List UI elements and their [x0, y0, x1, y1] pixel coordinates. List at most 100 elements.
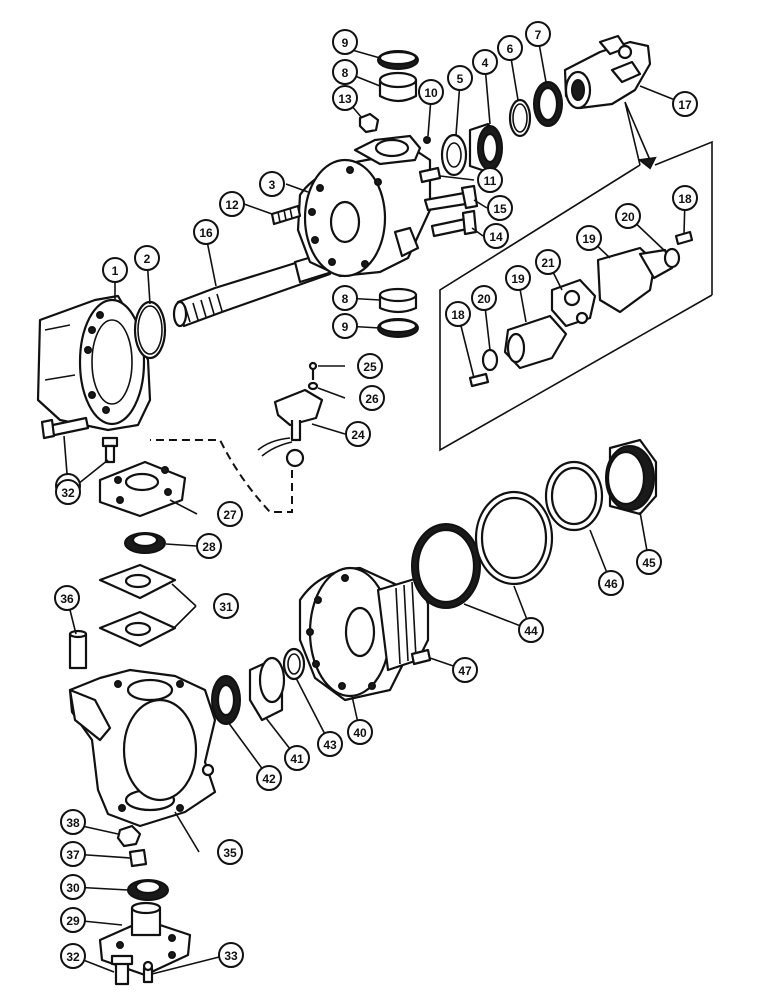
o-ring: [133, 300, 167, 360]
callout-label: 18: [451, 308, 465, 322]
callout-circle: [102, 257, 128, 283]
bushing-36: [68, 629, 88, 670]
callout-circle: [259, 171, 285, 197]
callout-circle: [518, 617, 544, 643]
callout-label: 43: [323, 738, 337, 752]
callout-20: 20: [615, 203, 641, 229]
callout-5: 5: [447, 65, 473, 91]
callout-label: 33: [224, 949, 238, 963]
callout-12: 12: [219, 191, 245, 217]
callout-10: 10: [418, 79, 444, 105]
callout-circle: [345, 421, 371, 447]
callout-8: 8: [332, 59, 358, 85]
detail-washer-20-right: [663, 247, 681, 269]
callout-6: 6: [497, 35, 523, 61]
dashed-connector: [150, 439, 293, 513]
callout-label: 16: [199, 226, 213, 240]
detail-frame: [439, 101, 713, 452]
callout-circle: [317, 731, 343, 757]
callout-label: 35: [223, 846, 237, 860]
callout-label: 25: [363, 360, 377, 374]
callout-36: 36: [54, 585, 80, 611]
callout-label: 15: [493, 202, 507, 216]
callout-11: 11: [477, 167, 503, 193]
cap-27: [98, 460, 187, 518]
callout-label: 20: [477, 292, 491, 306]
callout-label: 4: [482, 56, 489, 70]
detail-yoke-left: [503, 314, 568, 370]
callout-33: 33: [218, 942, 244, 968]
callout-label: 47: [458, 664, 472, 678]
callout-label: 46: [604, 577, 618, 591]
callout-3: 3: [259, 171, 285, 197]
callout-21: 21: [535, 249, 561, 275]
bolt-32-upper: [101, 436, 119, 464]
callout-label: 18: [678, 192, 692, 206]
snap-ring-6: [508, 98, 532, 138]
callout-circle: [357, 353, 383, 379]
callout-label: 7: [535, 28, 542, 42]
bearing-cup-8-upper: [378, 71, 418, 103]
bearing-30: [127, 879, 169, 901]
callout-circle: [54, 585, 80, 611]
bolt-15-upper: [423, 184, 479, 212]
callout-35: 35: [217, 839, 243, 865]
swivel-housing: [296, 134, 432, 278]
nut-38: [116, 824, 142, 848]
callout-label: 45: [642, 556, 656, 570]
shim-31-upper: [98, 563, 177, 600]
callout-32: 32: [60, 943, 86, 969]
callout-label: 1: [112, 264, 119, 278]
callout-26: 26: [359, 385, 385, 411]
callout-label: 30: [66, 881, 80, 895]
callout-label: 24: [351, 428, 365, 442]
bushing-41: [248, 656, 286, 722]
callout-label: 40: [353, 726, 367, 740]
callout-circle: [332, 285, 358, 311]
callout-circle: [535, 249, 561, 275]
callout-label: 42: [262, 772, 276, 786]
callout-label: 14: [489, 230, 503, 244]
callout-1: 1: [102, 257, 128, 283]
sensor-24: [257, 388, 324, 468]
bolt-15-lower: [40, 416, 90, 440]
bearing-5: [440, 133, 468, 177]
callout-2: 2: [134, 245, 160, 271]
callout-28: 28: [196, 533, 222, 559]
callout-circle: [219, 191, 245, 217]
callout-41: 41: [284, 745, 310, 771]
callout-label: 41: [290, 752, 304, 766]
callout-circle: [576, 225, 602, 251]
callout-circle: [483, 223, 509, 249]
callout-label: 37: [66, 848, 80, 862]
callout-37: 37: [60, 841, 86, 867]
callout-circle: [672, 91, 698, 117]
callout-label: 9: [342, 36, 349, 50]
callout-46: 46: [598, 570, 624, 596]
callout-20: 20: [471, 285, 497, 311]
callout-label: 5: [457, 72, 464, 86]
callout-label: 9: [342, 320, 349, 334]
callout-circle: [598, 570, 624, 596]
callout-label: 36: [60, 592, 74, 606]
callout-label: 21: [541, 256, 555, 270]
callout-label: 32: [66, 950, 80, 964]
callout-38: 38: [60, 809, 86, 835]
bearing-cup-8-lower: [378, 287, 418, 314]
callout-circle: [60, 809, 86, 835]
callout-label: 26: [365, 392, 379, 406]
callout-circle: [193, 219, 219, 245]
washer-26: [307, 381, 319, 391]
axle-housing: [36, 294, 152, 432]
ring-43: [282, 647, 306, 681]
callout-24: 24: [345, 421, 371, 447]
callout-42: 42: [256, 765, 282, 791]
callout-circle: [525, 21, 551, 47]
needle-bearing-4: [468, 122, 503, 174]
callout-circle: [472, 49, 498, 75]
callout-circle: [332, 85, 358, 111]
callout-25: 25: [357, 353, 383, 379]
callout-label: 12: [225, 198, 239, 212]
bearing-cup-46: [544, 460, 604, 532]
callout-circle: [217, 501, 243, 527]
